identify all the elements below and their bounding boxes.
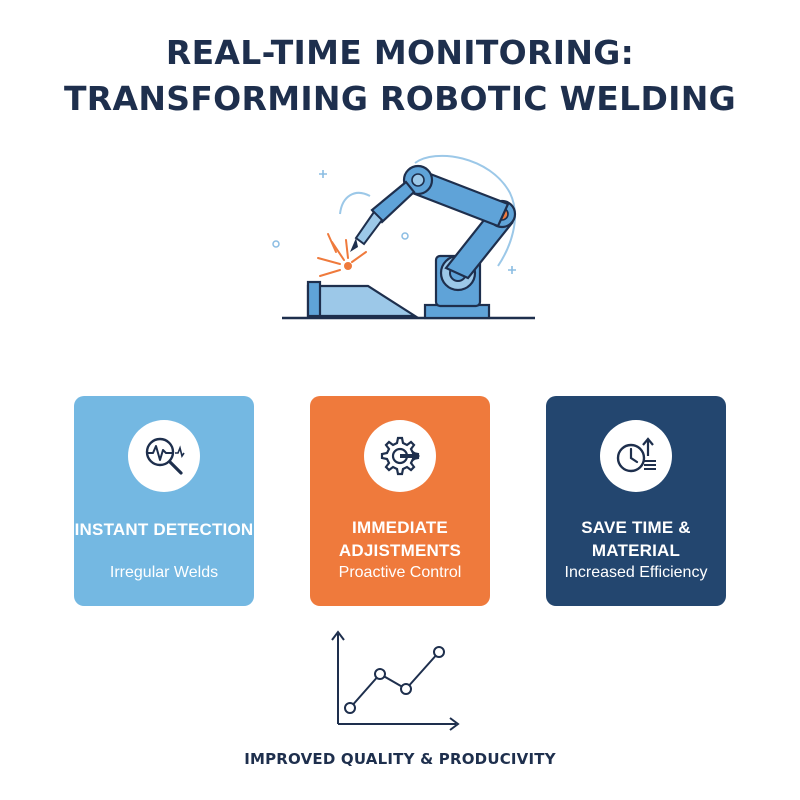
card-subtitle: Irregular Welds xyxy=(109,564,219,581)
card-save-time-material: SAVE TIME & MATERIAL Increased Efficienc… xyxy=(546,396,726,606)
page-title: REAL-TIME MONITORING: TRANSFORMING ROBOT… xyxy=(0,30,800,122)
icon-circle xyxy=(128,420,200,492)
gear-arrow-icon xyxy=(380,436,420,476)
title-line-1: REAL-TIME MONITORING: xyxy=(165,33,635,72)
clock-up-arrow-icon xyxy=(616,437,656,473)
card-title-line-2: MATERIAL xyxy=(591,541,681,560)
card-title: INSTANT DETECTION xyxy=(74,518,254,541)
line-chart-icon xyxy=(331,630,460,731)
card-title-line-1: INSTANT DETECTION xyxy=(74,520,254,539)
card-title: SAVE TIME & MATERIAL xyxy=(546,516,726,562)
card-subtitle: Proactive Control xyxy=(338,564,462,581)
card-title-line-2: ADJISTMENTS xyxy=(338,541,462,560)
card-subtitle: Increased Efficiency xyxy=(564,564,708,581)
card-title: IMMEDIATE ADJISTMENTS xyxy=(310,516,490,562)
card-instant-detection: INSTANT DETECTION Irregular Welds xyxy=(74,396,254,606)
card-title-line-1: IMMEDIATE xyxy=(352,518,448,537)
title-line-2: TRANSFORMING ROBOTIC WELDING xyxy=(63,79,737,118)
card-immediate-adjustments: IMMEDIATE ADJISTMENTS Proactive Control xyxy=(310,396,490,606)
icon-circle xyxy=(600,420,672,492)
magnifier-pulse-icon xyxy=(145,437,185,475)
icon-circle xyxy=(364,420,436,492)
card-title-line-1: SAVE TIME & xyxy=(581,518,691,537)
footer-label: IMPROVED QUALITY & PRODUCIVITY xyxy=(244,750,556,768)
robotic-welding-arm-icon xyxy=(272,154,535,320)
